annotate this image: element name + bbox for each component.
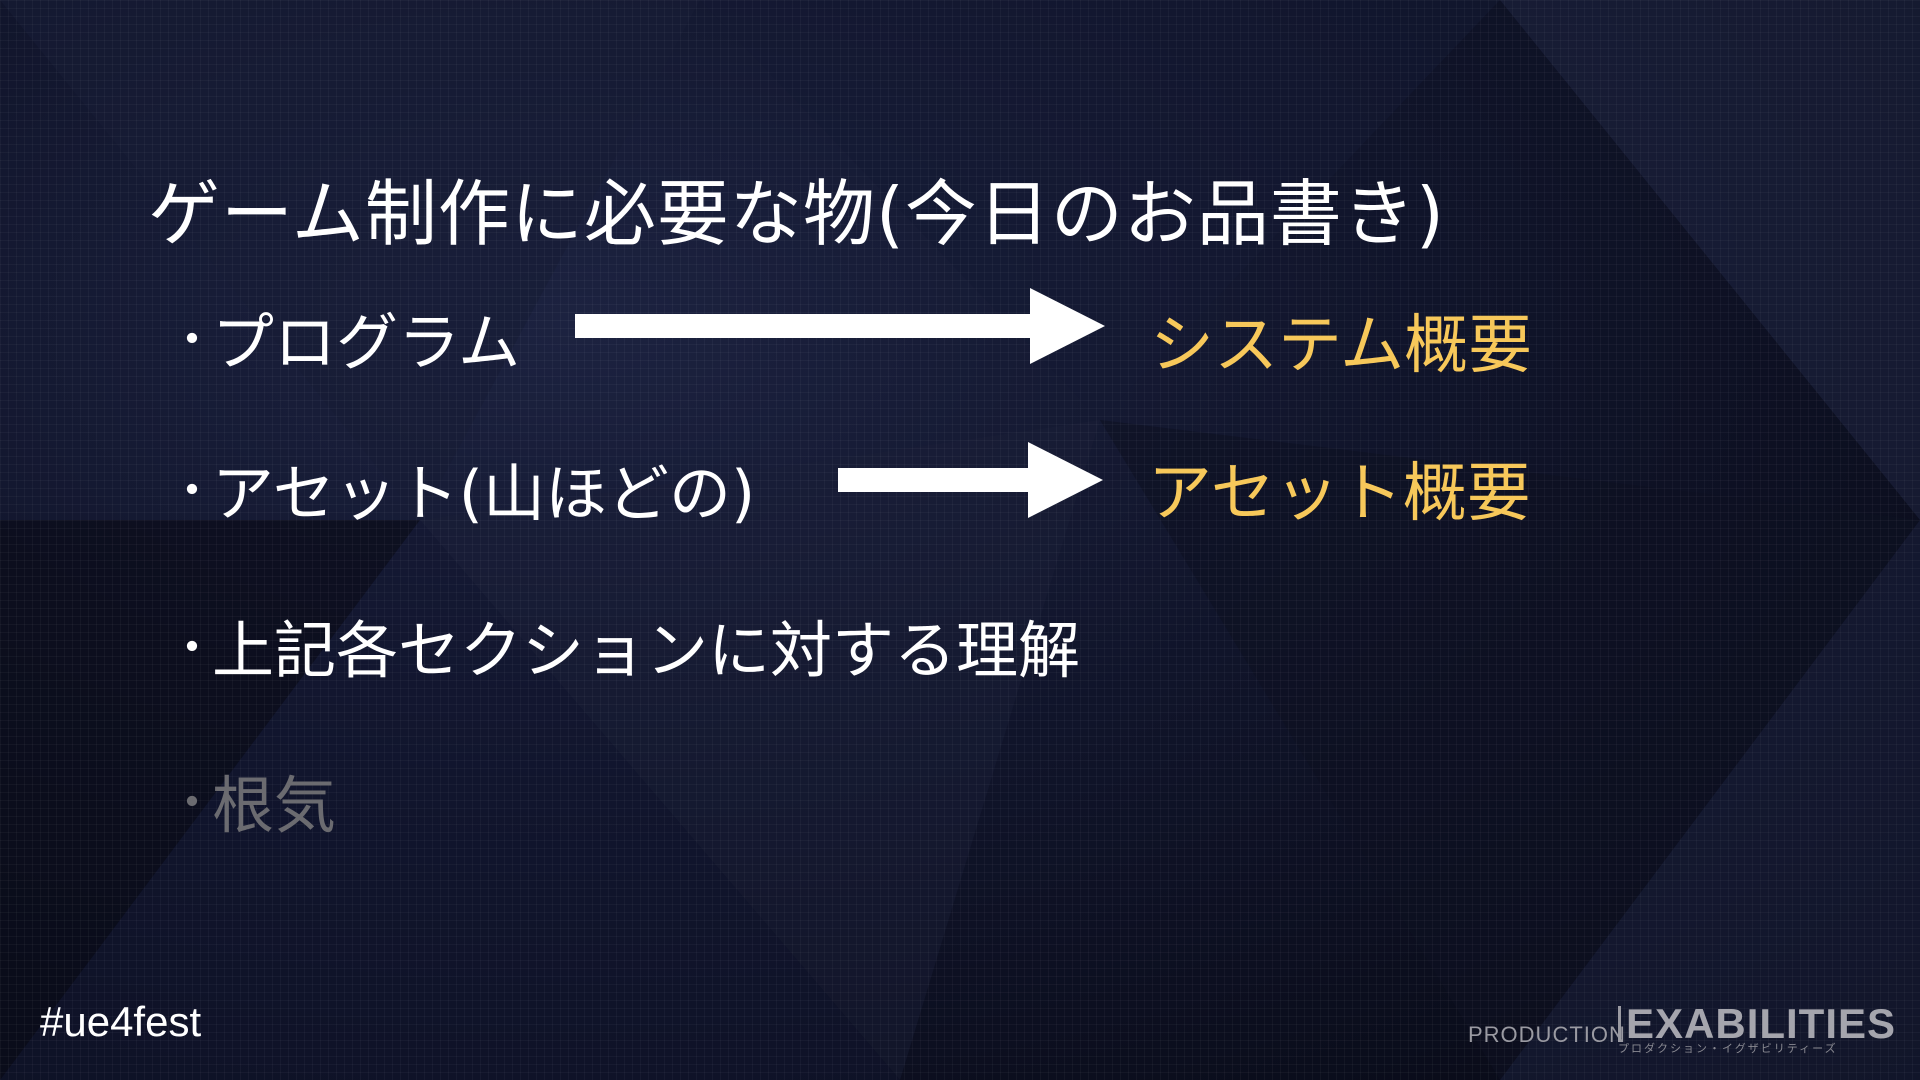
bullet-item-assets: ・アセット(山ほどの) xyxy=(168,443,755,533)
bullet-item-understanding: ・上記各セクションに対する理解 xyxy=(168,600,1080,690)
right-arrow-icon xyxy=(575,288,1105,364)
bullet-dot: ・ xyxy=(168,620,217,676)
bullet-dot: ・ xyxy=(168,775,217,831)
target-asset-overview: アセット概要 xyxy=(1148,457,1531,531)
bullet-dot: ・ xyxy=(168,463,217,519)
bullet-label: 根気 xyxy=(212,769,337,842)
bullet-dot: ・ xyxy=(168,312,217,368)
slide-title: ゲーム制作に必要な物(今日のお品書き) xyxy=(148,172,1446,256)
company-logo: PRODUCTION EXABILITIES プロダクション・イグザビリティーズ xyxy=(1468,1000,1908,1060)
logo-divider xyxy=(1618,1006,1621,1042)
hashtag: #ue4fest xyxy=(40,998,202,1045)
right-arrow-icon xyxy=(838,442,1103,518)
bullet-label: アセット(山ほどの) xyxy=(212,457,756,530)
bullet-item-perseverance: ・根気 xyxy=(168,755,336,845)
bullet-item-program: ・プログラム xyxy=(168,292,520,382)
logo-sub-text: プロダクション・イグザビリティーズ xyxy=(1618,1042,1838,1055)
logo-production-text: PRODUCTION xyxy=(1468,1022,1626,1047)
target-system-overview: システム概要 xyxy=(1150,309,1533,383)
bullet-label: 上記各セクションに対する理解 xyxy=(212,614,1081,687)
bullet-label: プログラム xyxy=(212,306,521,379)
logo-main-text: EXABILITIES xyxy=(1626,1000,1897,1047)
